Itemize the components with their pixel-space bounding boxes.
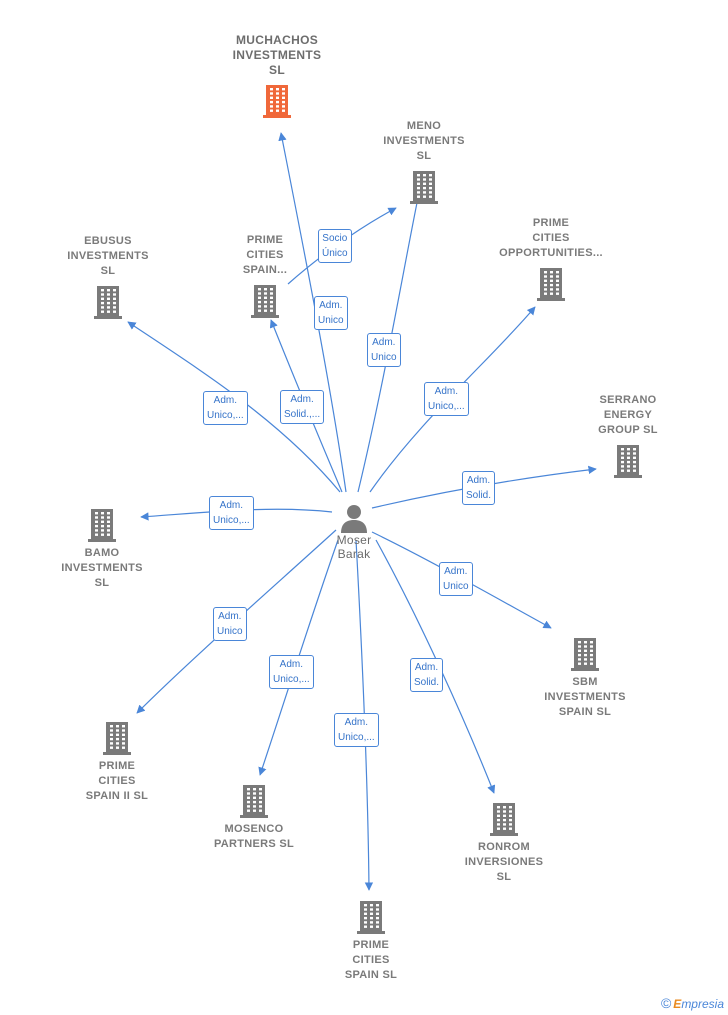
- building-icon: [614, 445, 642, 478]
- company-name: RONROM INVERSIONES SL: [464, 841, 544, 883]
- company-name: PRIME CITIES SPAIN II SL: [85, 760, 149, 802]
- building-icon: [94, 286, 122, 319]
- edge-label-ebusus[interactable]: Adm. Unico,...: [203, 391, 248, 425]
- company-name: PRIME CITIES SPAIN SL: [344, 939, 398, 981]
- edge-label-serrano[interactable]: Adm. Solid.: [462, 471, 496, 505]
- brand-name: mpresia: [681, 997, 724, 1011]
- building-icon: [410, 171, 438, 204]
- edge-label-mosenco[interactable]: Adm. Unico,...: [269, 655, 314, 689]
- edge-label-ronrom[interactable]: Adm. Solid.: [410, 658, 444, 692]
- company-node-mosenco[interactable]: MOSENCO PARTNERS SL: [194, 784, 314, 852]
- company-node-ebusus[interactable]: EBUSUS INVESTMENTS SL: [48, 234, 168, 319]
- company-name: SERRANO ENERGY GROUP SL: [598, 394, 658, 436]
- person-name: Moser Barak: [336, 533, 372, 561]
- brand-initial: E: [673, 997, 682, 1011]
- person-node-center[interactable]: Moser Barak: [294, 503, 414, 561]
- edge-label-meno[interactable]: Socio Único: [318, 229, 352, 263]
- edge-label-prime-opps[interactable]: Adm. Unico,...: [424, 382, 469, 416]
- edge-label-prime-spain-trunc[interactable]: Adm. Solid.,...: [280, 390, 325, 424]
- copyright-symbol: ©: [660, 995, 672, 1011]
- edge-label-muchachos[interactable]: Adm. Unico: [314, 296, 348, 330]
- company-name: MUCHACHOS INVESTMENTS SL: [232, 33, 322, 77]
- copyright: ©Empresia: [661, 995, 724, 1011]
- company-node-prime-spain[interactable]: PRIME CITIES SPAIN SL: [311, 900, 431, 983]
- company-name: PRIME CITIES OPPORTUNITIES...: [499, 217, 603, 259]
- edge-meno: [357, 187, 423, 493]
- building-icon: [357, 901, 385, 934]
- company-name: BAMO INVESTMENTS SL: [61, 547, 143, 589]
- company-node-prime-ii[interactable]: PRIME CITIES SPAIN II SL: [57, 721, 177, 804]
- company-node-muchachos[interactable]: MUCHACHOS INVESTMENTS SL: [217, 33, 337, 118]
- edge-label-prime-spain[interactable]: Adm. Unico,...: [334, 713, 379, 747]
- company-name: MENO INVESTMENTS SL: [383, 120, 465, 162]
- company-node-prime-opps[interactable]: PRIME CITIES OPPORTUNITIES...: [491, 216, 611, 301]
- building-icon: [251, 285, 279, 318]
- edge-label-meno[interactable]: Adm. Unico: [367, 333, 401, 367]
- company-node-ronrom[interactable]: RONROM INVERSIONES SL: [444, 802, 564, 885]
- edge-label-prime-ii[interactable]: Adm. Unico: [213, 607, 247, 641]
- edge-label-sbm[interactable]: Adm. Unico: [439, 562, 473, 596]
- company-name: PRIME CITIES SPAIN...: [242, 234, 288, 276]
- company-name: MOSENCO PARTNERS SL: [213, 823, 295, 850]
- company-node-prime-spain-trunc[interactable]: PRIME CITIES SPAIN...: [205, 233, 325, 318]
- company-node-serrano[interactable]: SERRANO ENERGY GROUP SL: [568, 393, 688, 478]
- building-icon: [263, 85, 291, 118]
- building-icon: [88, 509, 116, 542]
- building-icon: [490, 803, 518, 836]
- building-icon: [240, 785, 268, 818]
- company-name: SBM INVESTMENTS SPAIN SL: [544, 676, 626, 718]
- building-icon: [571, 638, 599, 671]
- company-node-sbm[interactable]: SBM INVESTMENTS SPAIN SL: [525, 637, 645, 720]
- company-node-meno[interactable]: MENO INVESTMENTS SL: [364, 119, 484, 204]
- company-node-bamo[interactable]: BAMO INVESTMENTS SL: [42, 508, 162, 591]
- person-icon: [341, 505, 367, 533]
- company-name: EBUSUS INVESTMENTS SL: [67, 235, 149, 277]
- building-icon: [537, 268, 565, 301]
- building-icon: [103, 722, 131, 755]
- edge-label-bamo[interactable]: Adm. Unico,...: [209, 496, 254, 530]
